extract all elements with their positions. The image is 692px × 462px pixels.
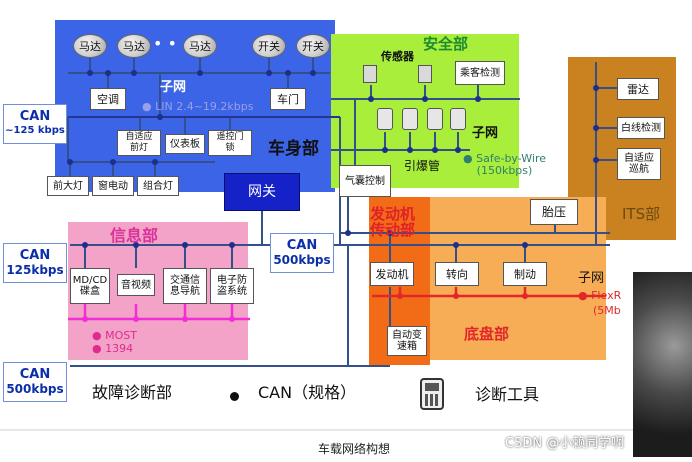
motor-1: 马达	[73, 34, 107, 58]
lin-label: ● LIN 2.4~19.2kbps	[142, 100, 254, 113]
detonator-1	[377, 108, 393, 130]
safe-by-wire-label: ● Safe-by-Wire (150kbps)	[463, 152, 547, 177]
adaptive-headlight-node: 自适应 前灯	[117, 130, 161, 156]
steering-node: 转向	[435, 262, 479, 286]
md-cd-node: MD/CD 碟盒	[70, 268, 110, 304]
lane-detection-node: 白线检测	[617, 117, 665, 139]
audio-video-node: 音视频	[117, 274, 155, 296]
switch-1: 开关	[252, 34, 286, 58]
ac-node: 空调	[90, 88, 126, 110]
safety-zone	[331, 34, 519, 188]
flexray-label: ● FlexR	[578, 289, 622, 302]
ieee1394-label: ● 1394	[92, 342, 134, 355]
tire-pressure-node: 胎压	[530, 199, 578, 225]
navigation-node: 交通信 息导航	[163, 268, 207, 304]
most-label: ● MOST	[92, 329, 137, 342]
motor-3: 马达	[183, 34, 217, 58]
combo-light-node: 组合灯	[137, 176, 179, 196]
caption: 车载网络构想	[318, 442, 391, 456]
dashboard-node: 仪表板	[165, 134, 205, 154]
detonator-label: 引爆管	[404, 159, 441, 173]
sensor-2	[418, 65, 432, 83]
can-spec-label: CAN（规格）	[258, 383, 357, 402]
sensor-1	[363, 65, 377, 83]
antitheft-node: 电子防 盗系统	[210, 268, 254, 304]
detonator-4	[450, 108, 466, 130]
body-dept-label: 车身部	[268, 139, 319, 159]
motor-2: 马达	[117, 34, 151, 58]
body-subnet-label: 子网	[160, 80, 187, 95]
airbag-control-node: 气囊控制	[339, 165, 391, 197]
gateway-node: 网关	[224, 173, 300, 211]
adaptive-cruise-node: 自适应 巡航	[617, 148, 661, 180]
can-label-info: CAN 125kbps	[3, 243, 67, 283]
car-photo-fragment	[633, 272, 692, 457]
remote-lock-node: 遥控门 锁	[208, 130, 252, 156]
watermark: CSDN @小赖同学啊	[505, 436, 625, 451]
diag-dept-label: 故障诊断部	[92, 383, 173, 402]
brake-node: 制动	[503, 262, 547, 286]
can-legend-dot	[230, 392, 239, 401]
window-motor-node: 窗电动	[92, 176, 134, 196]
chassis-dept-label: 底盘部	[464, 325, 510, 343]
passenger-detection-node: 乘客检测	[455, 61, 505, 85]
its-dept-label: ITS部	[622, 205, 661, 223]
safety-dept-label: 安全部	[423, 35, 469, 53]
engine-node: 发动机	[370, 262, 414, 286]
auto-transmission-node: 自动变 速箱	[387, 326, 427, 356]
headlamp-node: 前大灯	[47, 176, 89, 196]
can-label-body: CAN ~125 kbps	[3, 104, 67, 144]
flexray-speed-label: (5Mb	[593, 304, 621, 317]
chassis-subnet-label: 子网	[578, 271, 605, 286]
detonator-3	[427, 108, 443, 130]
switch-2: 开关	[296, 34, 330, 58]
safety-subnet-label: 子网	[472, 126, 499, 141]
engine-dept-label: 发动机 传动部	[370, 205, 416, 239]
sensor-label: 传感器	[381, 50, 414, 63]
door-node: 车门	[270, 88, 306, 110]
can-label-powertrain: CAN 500kbps	[270, 233, 334, 273]
info-dept-label: 信息部	[110, 226, 159, 245]
diagnostic-tool-icon	[420, 378, 444, 410]
can-label-diagnostic: CAN 500kbps	[3, 362, 67, 402]
detonator-2	[402, 108, 418, 130]
diag-tool-label: 诊断工具	[475, 385, 540, 404]
radar-node: 雷达	[617, 78, 659, 100]
